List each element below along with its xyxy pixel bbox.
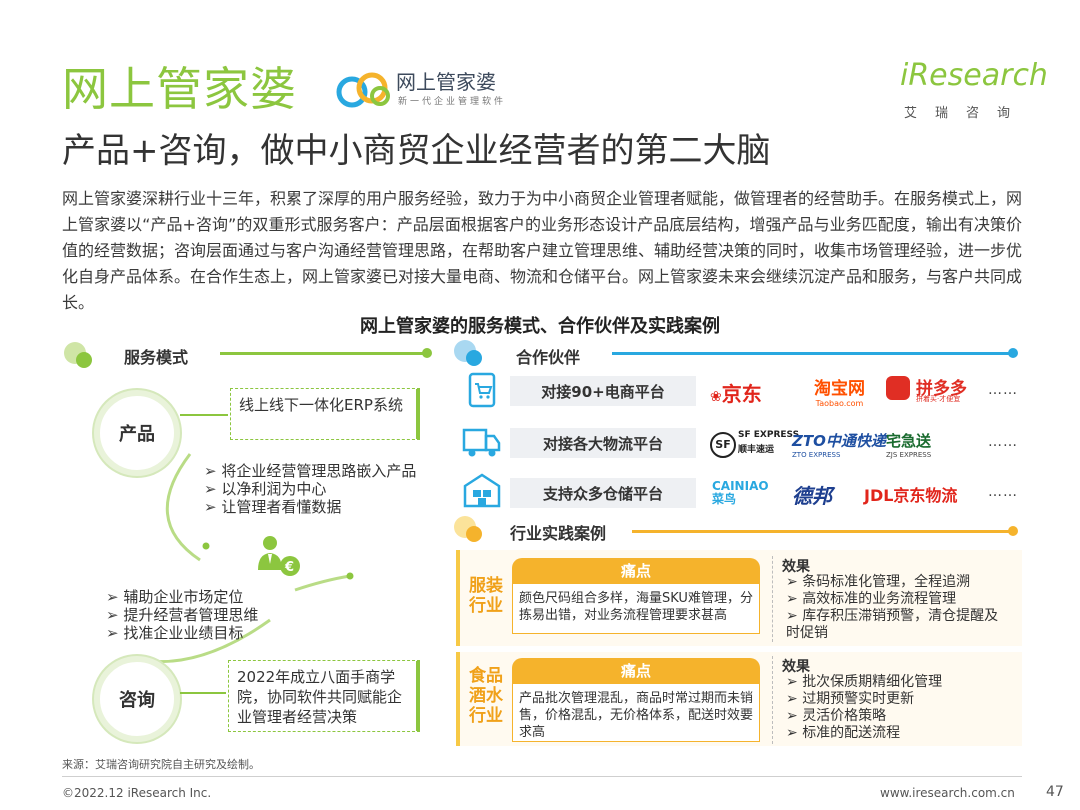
product-node-label: 产品 xyxy=(119,424,155,445)
delivery-truck-icon xyxy=(462,428,501,457)
effect-title-food: 效果 xyxy=(782,659,810,675)
product-node: 产品 xyxy=(94,390,180,476)
taobao-logo: 淘宝网 Taobao.com xyxy=(814,374,865,408)
line-end-dot xyxy=(422,348,432,358)
company-logo: 网上管家婆 新一代企业管理软件 xyxy=(336,66,516,112)
partner-section-line xyxy=(612,352,1014,355)
zjs-logo-sub: ZJS EXPRESS xyxy=(886,451,932,459)
partner-section-label: 合作伙伴 xyxy=(516,348,581,367)
consult-box: 2022年成立八面手商学院，协同软件共同赋能企业管理者经营决策 xyxy=(228,660,420,732)
list-item: 过期预警实时更新 xyxy=(786,691,1012,708)
list-item: 条码标准化管理，全程追溯 xyxy=(786,574,1012,591)
product-box-text: 线上线下一体化ERP系统 xyxy=(239,396,403,414)
warehouse-icon xyxy=(463,473,501,508)
iresearch-logo: iResearch 艾瑞咨询 xyxy=(900,58,1048,121)
list-item: 灵活价格策略 xyxy=(786,708,1012,725)
more-partners: …… xyxy=(988,382,1018,398)
partner-pill-warehouse: 支持众多仓储平台 xyxy=(510,478,696,508)
page-number: 47 xyxy=(1046,784,1064,800)
iresearch-logo-subtext: 艾瑞咨询 xyxy=(904,106,1029,121)
list-item: 找准企业业绩目标 xyxy=(106,624,258,642)
list-item: 辅助企业市场定位 xyxy=(106,588,258,606)
zto-logo: ZTO中通快递 ZTO EXPRESS xyxy=(792,430,886,459)
sf-logo-text: SF EXPRESS xyxy=(738,430,800,440)
list-item: 提升经营者管理思维 xyxy=(106,606,258,624)
case-section-icon xyxy=(454,516,488,544)
company-logo-tagline: 新一代企业管理软件 xyxy=(398,97,507,107)
source-note: 来源：艾瑞咨询研究院自主研究及绘制。 xyxy=(62,758,260,771)
consult-connector xyxy=(180,692,226,694)
service-section-icon xyxy=(64,342,98,370)
effect-title-apparel: 效果 xyxy=(782,559,810,575)
list-item: 高效标准的业务流程管理 xyxy=(786,591,1012,608)
pain-body-apparel: 颜色尺码组合多样，海量SKU难管理，分拣易出错，对业务流程管理要求甚高 xyxy=(512,584,760,634)
cainiao-logo: CAINIAO 菜鸟 xyxy=(712,479,769,506)
industry-label-food: 食品酒水行业 xyxy=(469,666,503,726)
consult-node: 咨询 xyxy=(94,656,180,742)
product-connector xyxy=(180,414,228,416)
case-section-label: 行业实践案例 xyxy=(510,524,607,543)
list-item: 让管理者看懂数据 xyxy=(204,498,416,516)
figure-title: 网上管家婆的服务模式、合作伙伴及实践案例 xyxy=(360,316,720,337)
partner-section-icon xyxy=(454,340,488,368)
footer-divider xyxy=(62,776,1022,777)
consult-node-label: 咨询 xyxy=(119,690,155,711)
list-item: 将企业经营管理思路嵌入产品 xyxy=(204,462,416,480)
jdl-logo: JDL京东物流 xyxy=(864,486,958,505)
partner-pill-ecommerce: 对接90+电商平台 xyxy=(510,376,696,406)
service-section-label: 服务模式 xyxy=(124,348,189,367)
pain-head-food: 痛点 xyxy=(512,658,760,684)
case-divider xyxy=(772,656,773,744)
line-end-dot xyxy=(1008,526,1018,536)
sf-logo-sub: 顺丰速运 xyxy=(738,445,775,455)
manager-icon: € xyxy=(258,536,300,576)
pinduoduo-mark-icon xyxy=(886,376,910,400)
more-partners: …… xyxy=(988,484,1018,500)
list-item: 以净利润为中心 xyxy=(204,480,416,498)
jd-logo: ❀京东 xyxy=(710,382,762,406)
sf-mark-icon: SF xyxy=(710,432,736,458)
pinduoduo-logo-sub: 拼着买·才便宜 xyxy=(916,395,961,403)
pinduoduo-logo-text: 拼多多 xyxy=(916,379,967,399)
effect-list-food: 批次保质期精细化管理 过期预警实时更新 灵活价格策略 标准的配送流程 xyxy=(786,674,1012,742)
deppon-logo: 德邦 xyxy=(792,484,832,508)
effect-list-apparel: 条码标准化管理，全程追溯 高效标准的业务流程管理 库存积压滞销预警，清仓提醒及时… xyxy=(786,574,1012,642)
consult-box-text: 2022年成立八面手商学院，协同软件共同赋能企业管理者经营决策 xyxy=(237,668,403,726)
svg-text:€: € xyxy=(284,560,294,575)
shopping-cart-icon xyxy=(468,372,496,408)
more-partners: …… xyxy=(988,434,1018,450)
zjs-logo: 宅急送 ZJS EXPRESS xyxy=(886,430,931,459)
iresearch-logo-text: iResearch xyxy=(900,58,1048,93)
pain-body-food: 产品批次管理混乱，商品时常过期而未销售，价格混乱，无价格体系，配送时效要求高 xyxy=(512,684,760,742)
list-item: 批次保质期精细化管理 xyxy=(786,674,1012,691)
company-logo-mark-icon xyxy=(336,72,390,108)
page-subtitle: 产品+咨询，做中小商贸企业经营者的第二大脑 xyxy=(62,131,771,171)
pain-head-apparel: 痛点 xyxy=(512,558,760,584)
zjs-logo-text: 宅急送 xyxy=(886,432,932,450)
consult-points: 辅助企业市场定位 提升经营者管理思维 找准企业业绩目标 xyxy=(106,588,258,642)
zto-logo-sub: ZTO EXPRESS xyxy=(792,451,841,459)
line-end-dot xyxy=(1008,348,1018,358)
intro-paragraph: 网上管家婆深耕行业十三年，积累了深厚的用户服务经验，致力于为中小商贸企业管理者赋… xyxy=(62,189,1023,312)
company-logo-name: 网上管家婆 xyxy=(396,70,496,94)
product-points: 将企业经营管理思路嵌入产品 以净利润为中心 让管理者看懂数据 xyxy=(204,462,416,516)
taobao-logo-text: 淘宝网 xyxy=(814,379,865,399)
product-box: 线上线下一体化ERP系统 xyxy=(230,388,420,440)
copyright: ©2022.12 iResearch Inc. xyxy=(62,786,212,800)
industry-label-apparel: 服装行业 xyxy=(469,576,503,616)
zto-logo-text: ZTO中通快递 xyxy=(792,432,886,450)
partner-pill-logistics: 对接各大物流平台 xyxy=(510,428,696,458)
list-item: 库存积压滞销预警，清仓提醒及时促销 xyxy=(786,608,1012,642)
brand-title: 网上管家婆 xyxy=(62,62,297,116)
website-link[interactable]: www.iresearch.com.cn xyxy=(880,786,1015,800)
service-section-line xyxy=(220,352,426,355)
taobao-logo-sub: Taobao.com xyxy=(815,399,864,408)
list-item: 标准的配送流程 xyxy=(786,725,1012,742)
case-section-line xyxy=(632,530,1014,533)
case-divider xyxy=(772,556,773,642)
